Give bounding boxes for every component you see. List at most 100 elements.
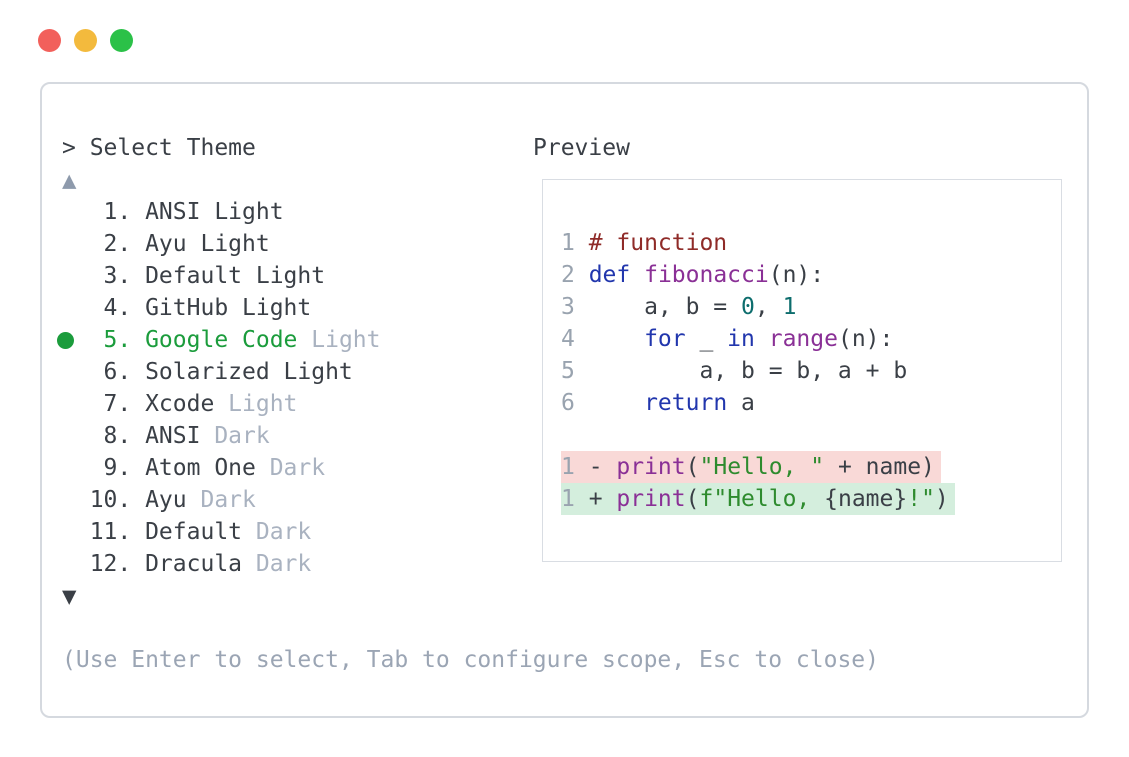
line-number: 4 bbox=[561, 326, 575, 352]
theme-variant: Light bbox=[228, 391, 298, 417]
diff-line-removed: 1- print("Hello, " + name) bbox=[561, 451, 1061, 483]
theme-name: Ayu bbox=[145, 231, 187, 257]
selected-bullet-icon bbox=[57, 332, 74, 349]
theme-option[interactable]: 4. GitHub Light bbox=[62, 292, 879, 324]
line-number: 5 bbox=[561, 358, 575, 384]
scroll-up-icon[interactable]: ▲ bbox=[62, 166, 77, 194]
theme-variant: Dark bbox=[214, 423, 270, 449]
code-line: 6 return a bbox=[561, 387, 1061, 419]
theme-option[interactable]: 8. ANSI Dark bbox=[62, 420, 879, 452]
help-text: (Use Enter to select, Tab to configure s… bbox=[62, 647, 879, 673]
theme-number: 9. bbox=[103, 455, 132, 481]
theme-number: 8. bbox=[103, 423, 132, 449]
theme-name: ANSI bbox=[145, 199, 201, 225]
theme-option[interactable]: 10. Ayu Dark bbox=[62, 484, 879, 516]
code-token: (n): bbox=[837, 326, 894, 352]
prompt-line: > Select Theme bbox=[62, 135, 256, 161]
theme-name: Atom One bbox=[145, 455, 256, 481]
theme-variant: Light bbox=[283, 359, 353, 385]
code-token: f"Hello, bbox=[699, 486, 825, 512]
scroll-down-icon[interactable]: ▼ bbox=[62, 582, 77, 610]
code-token: print bbox=[616, 486, 686, 512]
minimize-button-icon[interactable] bbox=[74, 29, 97, 52]
line-number: 2 bbox=[561, 262, 575, 288]
code-token bbox=[589, 390, 644, 416]
close-button-icon[interactable] bbox=[38, 29, 61, 52]
theme-name: Google Code bbox=[145, 327, 298, 353]
code-token: , bbox=[754, 294, 783, 320]
code-token: print bbox=[616, 454, 686, 480]
theme-option[interactable]: 1. ANSI Light bbox=[62, 196, 879, 228]
code-token: a bbox=[727, 390, 755, 416]
code-token: _ bbox=[685, 326, 728, 352]
code-token bbox=[755, 326, 769, 352]
theme-option[interactable]: 9. Atom One Dark bbox=[62, 452, 879, 484]
line-number: 1 bbox=[561, 230, 575, 256]
code-token: for bbox=[644, 326, 686, 352]
code-line: 4 for _ in range(n): bbox=[561, 323, 1061, 355]
theme-number: 11. bbox=[89, 519, 132, 545]
theme-name: Solarized bbox=[145, 359, 270, 385]
theme-number: 12. bbox=[89, 551, 132, 577]
code-line: 5 a, b = b, a + b bbox=[561, 355, 1061, 387]
theme-variant: Light bbox=[214, 199, 284, 225]
theme-number: 3. bbox=[103, 263, 132, 289]
theme-number: 4. bbox=[103, 295, 132, 321]
theme-variant: Dark bbox=[200, 487, 256, 513]
code-token: # function bbox=[588, 230, 728, 256]
theme-name: GitHub bbox=[145, 295, 229, 321]
line-number: 3 bbox=[561, 294, 575, 320]
code-token: ) bbox=[934, 486, 949, 512]
code-token bbox=[630, 262, 644, 288]
theme-variant: Light bbox=[311, 327, 381, 353]
code-token: 0 bbox=[741, 294, 755, 320]
theme-number: 2. bbox=[103, 231, 132, 257]
theme-variant: Dark bbox=[255, 519, 312, 545]
theme-number: 1. bbox=[103, 199, 132, 225]
blank-line bbox=[561, 419, 1061, 451]
line-number: 6 bbox=[561, 390, 575, 416]
line-number: 1 bbox=[561, 486, 575, 512]
theme-number: 10. bbox=[89, 487, 132, 513]
theme-option[interactable]: 6. Solarized Light bbox=[62, 356, 879, 388]
zoom-button-icon[interactable] bbox=[110, 29, 133, 52]
code-token: "Hello, " bbox=[699, 454, 825, 480]
code-token: - bbox=[588, 454, 617, 480]
code-token: (n): bbox=[768, 262, 825, 288]
window-controls bbox=[38, 29, 133, 52]
code-token: ( bbox=[685, 486, 700, 512]
code-token: def bbox=[588, 262, 631, 288]
code-token: a, b = b, a + b bbox=[588, 358, 908, 384]
code-line: 3 a, b = 0, 1 bbox=[561, 291, 1061, 323]
theme-option-selected[interactable]: 5. Google Code Light bbox=[57, 324, 879, 356]
code-token: return bbox=[644, 390, 728, 416]
spacer-row bbox=[62, 612, 879, 644]
theme-number: 5. bbox=[103, 327, 132, 353]
line-number: 1 bbox=[561, 454, 575, 480]
theme-variant: Dark bbox=[269, 455, 326, 481]
theme-name: Dracula bbox=[145, 551, 243, 577]
code-token: + name) bbox=[824, 454, 935, 480]
theme-number: 7. bbox=[103, 391, 132, 417]
code-token: 1 bbox=[782, 294, 797, 320]
code-token: {name} bbox=[824, 486, 908, 512]
theme-name: ANSI bbox=[145, 423, 201, 449]
theme-name: Ayu bbox=[145, 487, 187, 513]
theme-number: 6. bbox=[103, 359, 132, 385]
theme-name: Default bbox=[145, 263, 243, 289]
theme-variant: Light bbox=[242, 295, 312, 321]
code-token: in bbox=[727, 326, 755, 352]
code-token bbox=[589, 326, 644, 352]
code-token: a, b = bbox=[588, 294, 742, 320]
code-line: 1 # function bbox=[561, 227, 1061, 259]
